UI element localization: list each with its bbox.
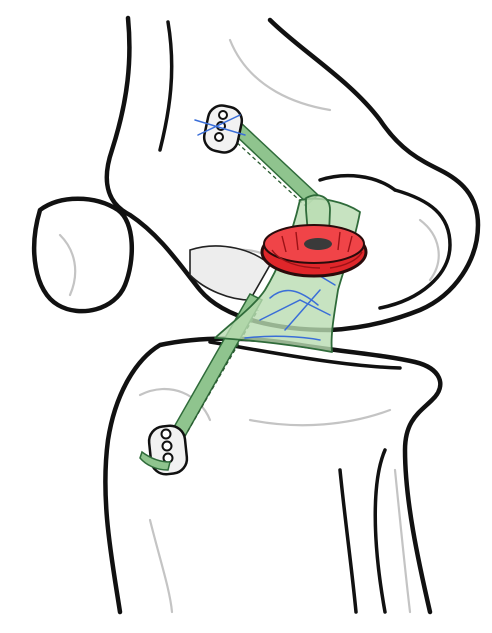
red-ring — [262, 225, 366, 276]
tibial-button-hole-2 — [163, 442, 172, 451]
tibia-outline — [105, 339, 440, 612]
tibia — [105, 339, 440, 612]
patella — [34, 199, 132, 311]
femoral-button-hole-3 — [215, 133, 223, 141]
femoral-button-hole-1 — [219, 111, 227, 119]
patella-outline — [34, 199, 132, 311]
ring-hole — [304, 238, 332, 250]
tibial-button-hole-1 — [162, 430, 171, 439]
